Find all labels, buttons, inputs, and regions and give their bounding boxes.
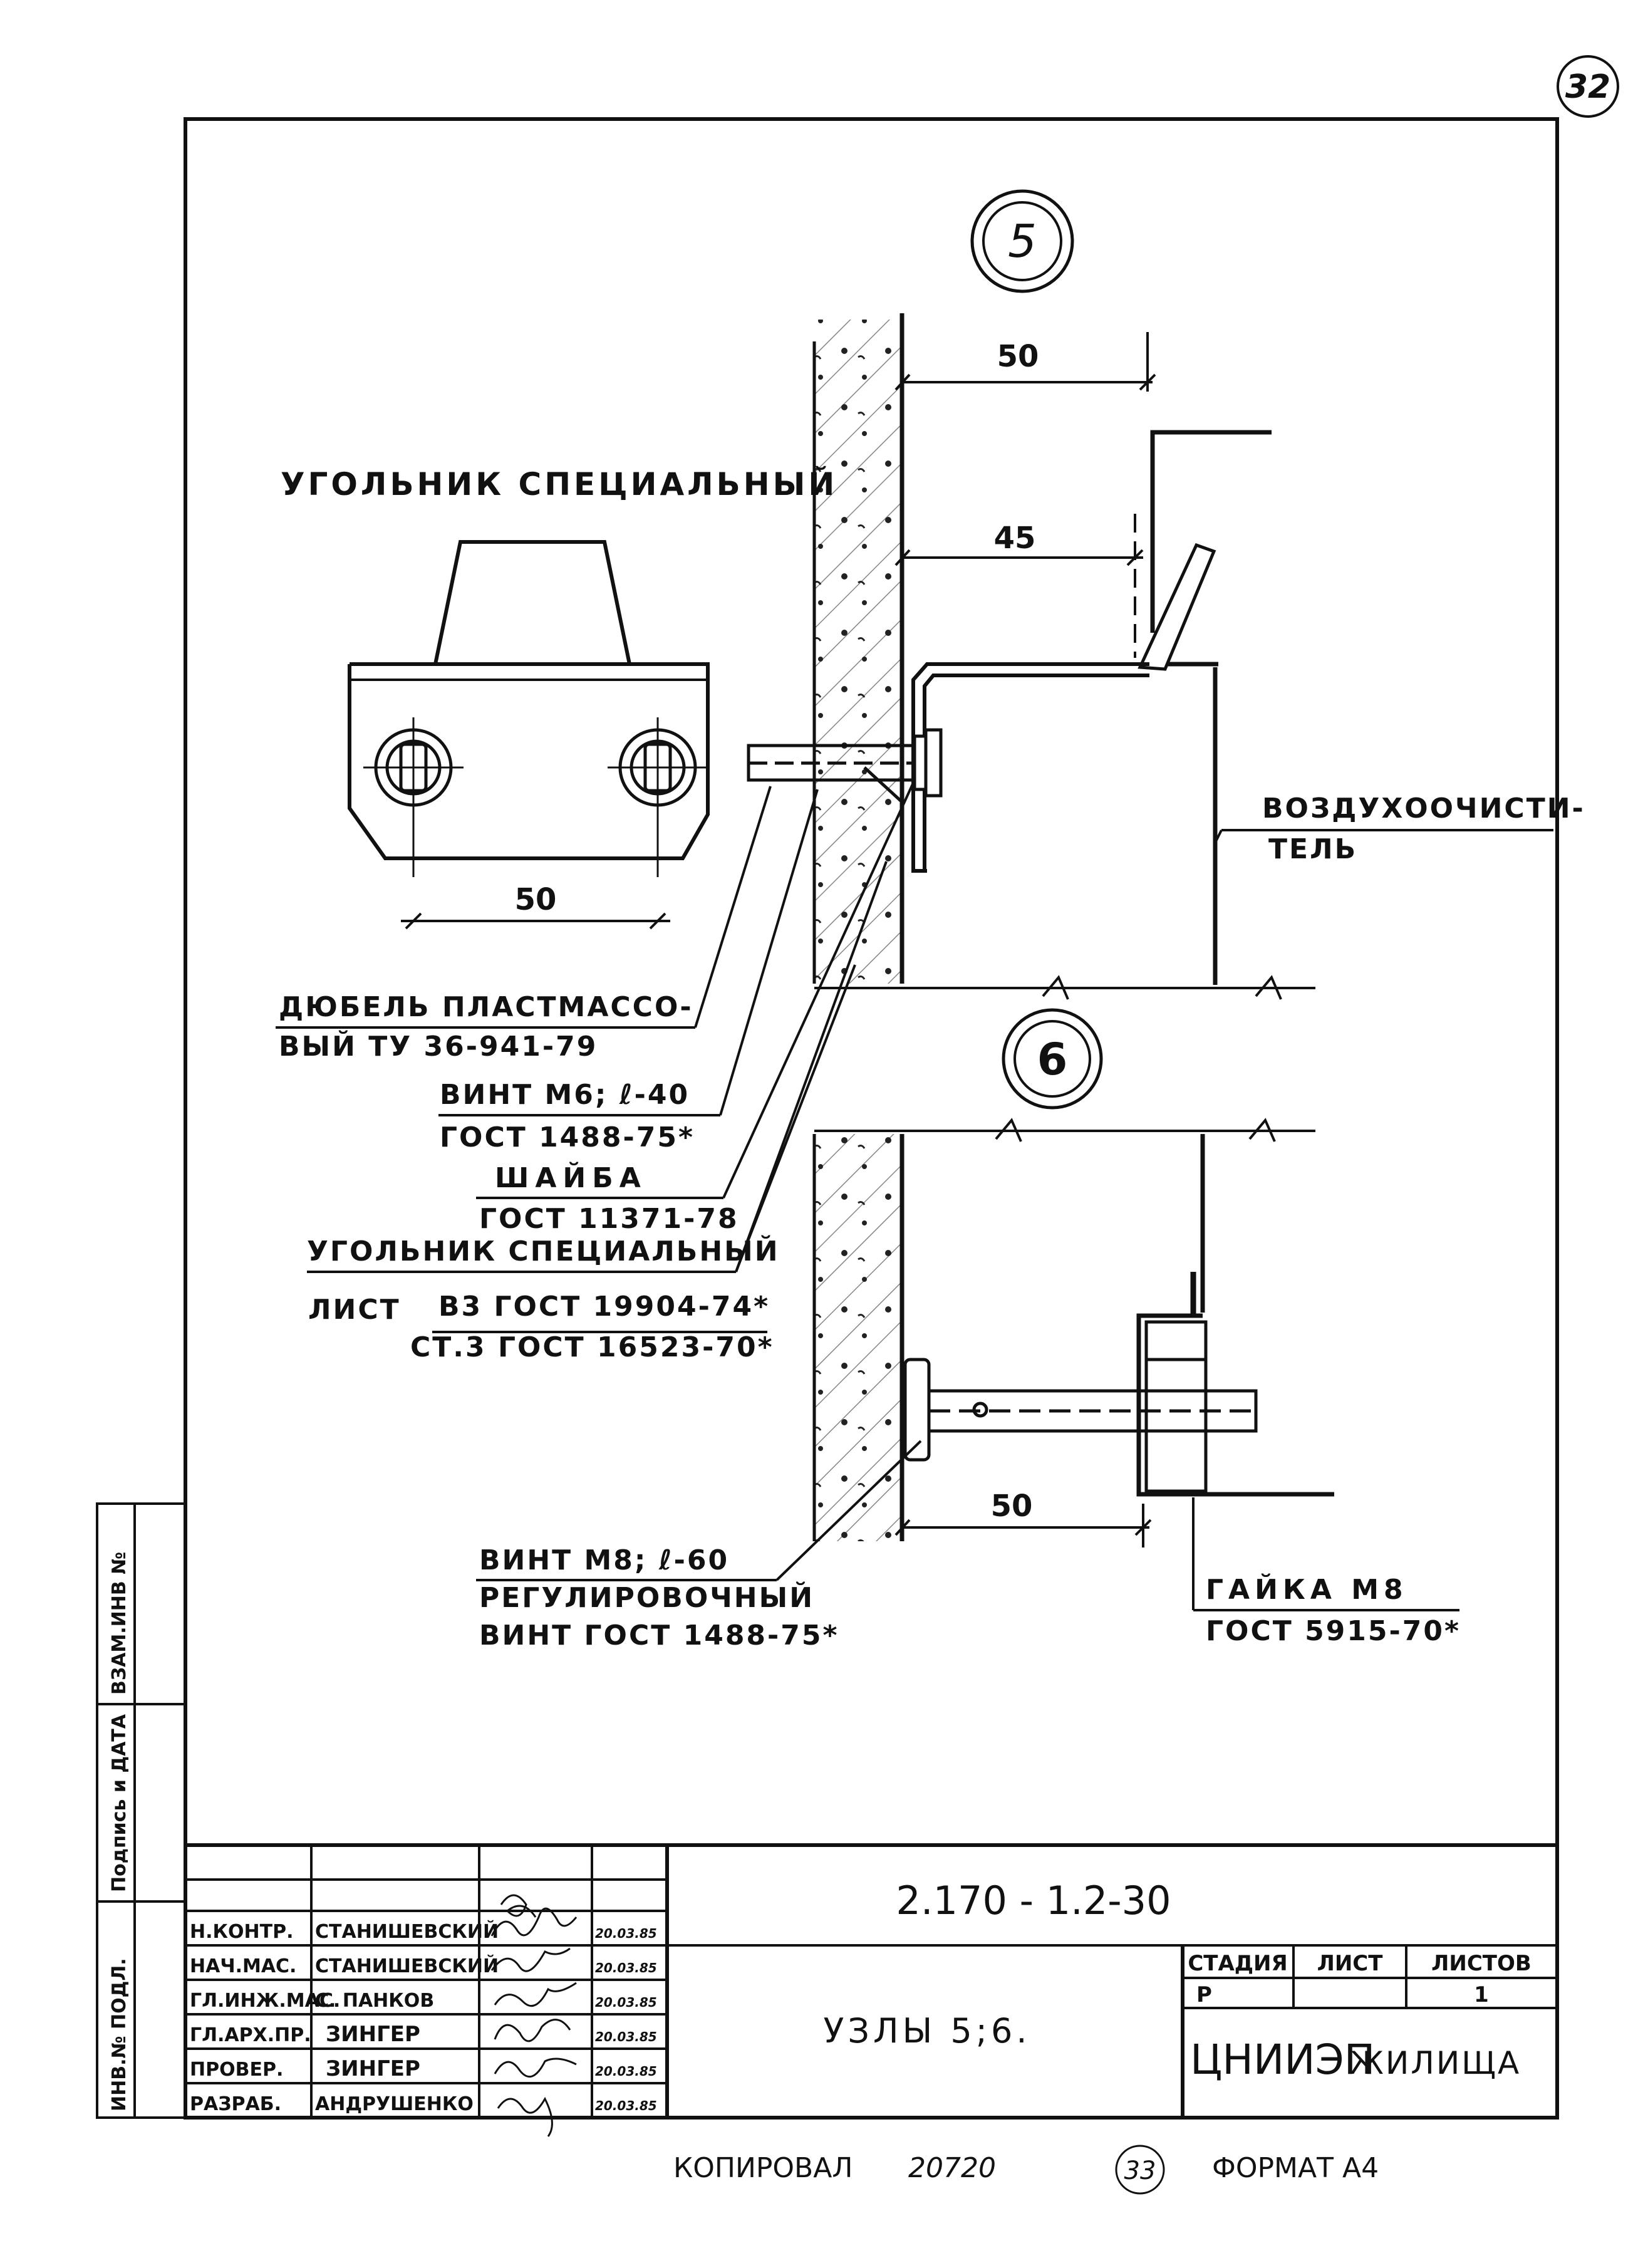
copy-page-badge: 33 <box>1115 2145 1165 2195</box>
sign-date: 20.03.85 <box>595 1995 657 2010</box>
callout-dowel-1: ДЮБЕЛЬ ПЛАСТМАССО- <box>279 991 693 1023</box>
sign-date: 20.03.85 <box>595 2098 657 2113</box>
corner-detail-view <box>348 540 710 860</box>
person-name: ЗИНГЕР <box>326 2022 420 2047</box>
page-number: 32 <box>1565 68 1610 106</box>
dim-bottom-50 <box>894 1504 1152 1548</box>
sign-date-label: Подпись и ДАТА <box>108 1714 130 1892</box>
sign-date: 20.03.85 <box>595 2064 657 2079</box>
person-name: ЗИНГЕР <box>326 2056 420 2081</box>
role-label: Н.КОНТР. <box>190 1921 293 1943</box>
angle-bracket-section <box>911 662 1149 873</box>
dim-top-45 <box>894 514 1144 658</box>
node-6-label: 6 <box>1037 1034 1068 1085</box>
role-label: ПРОВЕР. <box>190 2059 283 2081</box>
callout-sheet-num: В3 ГОСТ 19904-74* <box>438 1291 770 1323</box>
title-block-grid <box>185 1843 1557 2118</box>
callout-screw-m8-2: РЕГУЛИРОВОЧНЫЙ <box>479 1581 814 1614</box>
callout-sheet-prefix: ЛИСТ <box>308 1294 401 1326</box>
corner-detail-title: УГОЛЬНИК СПЕЦИАЛЬНЫЙ <box>281 466 837 502</box>
break-line-upper <box>814 975 1315 1000</box>
inv-sub-label: ВЗАМ.ИНВ № <box>108 1552 130 1695</box>
copy-page-number: 33 <box>1124 2156 1156 2185</box>
role-label: НАЧ.МАС. <box>190 1955 296 1977</box>
wall-section-top <box>812 313 904 984</box>
signatures <box>490 1894 578 2137</box>
adjusting-screw-m8 <box>903 1358 1258 1462</box>
sheet-header: ЛИСТ <box>1317 1951 1384 1976</box>
person-name: С. ПАНКОВ <box>315 1990 434 2012</box>
sheets-header: ЛИСТОВ <box>1431 1951 1532 1976</box>
break-line-lower <box>814 1118 1315 1142</box>
inv-orig-label: ИНВ.№ ПОДЛ. <box>108 1958 130 2111</box>
node-6-marker: 6 <box>1002 1008 1103 1110</box>
sign-date: 20.03.85 <box>595 2029 657 2044</box>
callout-leaders <box>276 779 1553 1611</box>
wall-section-bottom <box>812 1134 904 1541</box>
air-cleaner-lower <box>1136 1134 1334 1497</box>
format-label: ФОРМАТ А4 <box>1212 2152 1379 2184</box>
copied-label: КОПИРОВАЛ <box>673 2152 853 2184</box>
person-name: СТАНИШЕВСКИЙ <box>315 1955 499 1977</box>
callout-nut-2: ГОСТ 5915-70* <box>1206 1615 1461 1647</box>
callout-corner-title: УГОЛЬНИК СПЕЦИАЛЬНЫЙ <box>307 1234 780 1267</box>
role-label: ГЛ.ИНЖ.МАС. <box>190 1990 340 2012</box>
callout-washer-1: ШАЙБА <box>495 1161 647 1194</box>
callout-dowel-2: ВЫЙ ТУ 36-941-79 <box>279 1029 598 1063</box>
dim-bottom-50-label: 50 <box>991 1489 1033 1524</box>
person-name: СТАНИШЕВСКИЙ <box>315 1920 499 1943</box>
dim-top-45-label: 45 <box>994 521 1036 556</box>
callout-washer-2: ГОСТ 11371-78 <box>479 1203 739 1235</box>
corner-hole-spacing: 50 <box>515 882 557 917</box>
person-name: АНДРУШЕНКО <box>315 2093 474 2115</box>
callout-screw-m8-3: ВИНТ ГОСТ 1488-75* <box>479 1620 839 1652</box>
role-label: РАЗРАБ. <box>190 2093 281 2115</box>
sign-date: 20.03.85 <box>595 1960 657 1975</box>
callout-sheet-den: СТ.3 ГОСТ 16523-70* <box>410 1331 774 1363</box>
callout-screw-m6-2: ГОСТ 1488-75* <box>440 1121 695 1153</box>
title-block-rows: Н.КОНТР. НАЧ.МАС. ГЛ.ИНЖ.МАС. ГЛ.АРХ.ПР.… <box>190 1920 657 2115</box>
node-5-label: 5 <box>1008 215 1037 268</box>
side-stamp <box>96 1502 187 2119</box>
callout-air-cleaner-1: ВОЗДУХООЧИСТИ- <box>1262 793 1585 824</box>
drawing-title: УЗЛЫ 5;6. <box>823 2011 1030 2051</box>
callout-nut-1: ГАЙКА М8 <box>1206 1573 1408 1606</box>
corner-detail-holes <box>363 717 708 930</box>
sign-date: 20.03.85 <box>595 1926 657 1941</box>
callout-air-cleaner-2: ТЕЛЬ <box>1268 833 1357 865</box>
drawing-code: 2.170 - 1.2-30 <box>896 1878 1171 1923</box>
dowel-screw-m6 <box>747 728 943 803</box>
stage-value: Р <box>1196 1982 1212 2007</box>
sheets-value: 1 <box>1474 1982 1489 2007</box>
callout-screw-m8-1: ВИНТ М8; ℓ-60 <box>479 1544 729 1576</box>
stage-header: СТАДИЯ <box>1188 1951 1287 1976</box>
drawing-frame <box>184 117 1559 2120</box>
org-name-b: ЖИЛИЩА <box>1350 2045 1521 2081</box>
page-number-badge: 32 <box>1557 55 1619 118</box>
node-5-marker: 5 <box>970 189 1074 293</box>
role-label: ГЛ.АРХ.ПР. <box>190 2024 311 2046</box>
org-name-a: ЦНИИЭП <box>1190 2036 1375 2084</box>
dim-top-50-label: 50 <box>997 339 1039 374</box>
dim-top-50 <box>894 332 1156 392</box>
copied-number: 20720 <box>908 2152 996 2184</box>
callout-screw-m6-1: ВИНТ М6; ℓ-40 <box>440 1079 690 1111</box>
air-cleaner-housing <box>1138 430 1272 985</box>
nut-m8 <box>1144 1320 1208 1493</box>
